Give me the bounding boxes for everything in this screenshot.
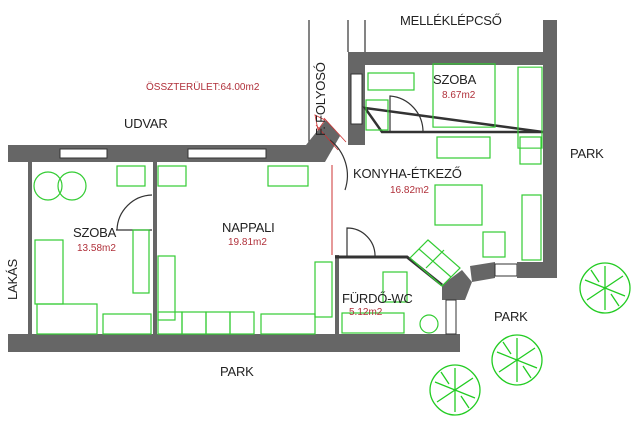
total-area: ÖSSZTERÜLET:64.00m2: [146, 82, 260, 93]
label-park-right: PARK: [570, 146, 604, 161]
room-area: 13.58m2: [77, 243, 116, 254]
room-area: 16.82m2: [390, 185, 429, 196]
tree-icon: [579, 262, 631, 314]
room-name: SZOBA: [73, 225, 117, 240]
corridor-lines: [308, 20, 366, 143]
room-name: FÜRDŐ-WC: [342, 291, 413, 306]
walls: [8, 20, 557, 352]
label-park-lower-right: PARK: [494, 309, 528, 324]
furniture: [33, 63, 543, 335]
room-name: KONYHA-ÉTKEZŐ: [353, 166, 462, 181]
label-courtyard: UDVAR: [124, 116, 168, 131]
room-area: 5.12m2: [349, 307, 383, 318]
room-area: 8.67m2: [442, 90, 476, 101]
label-flat: LAKÁS: [5, 259, 20, 300]
stair-hatch: [314, 114, 347, 151]
tree-icon: [429, 364, 481, 416]
label-stairs: MELLÉKLÉPCSŐ: [400, 13, 502, 28]
room-area: 19.81m2: [228, 237, 267, 248]
label-corridor: F. FOLYOSÓ: [313, 62, 328, 136]
tree-icon: [491, 334, 543, 386]
room-name: SZOBA: [433, 72, 477, 87]
label-park-bottom: PARK: [220, 364, 254, 379]
room-name: NAPPALI: [222, 220, 275, 235]
